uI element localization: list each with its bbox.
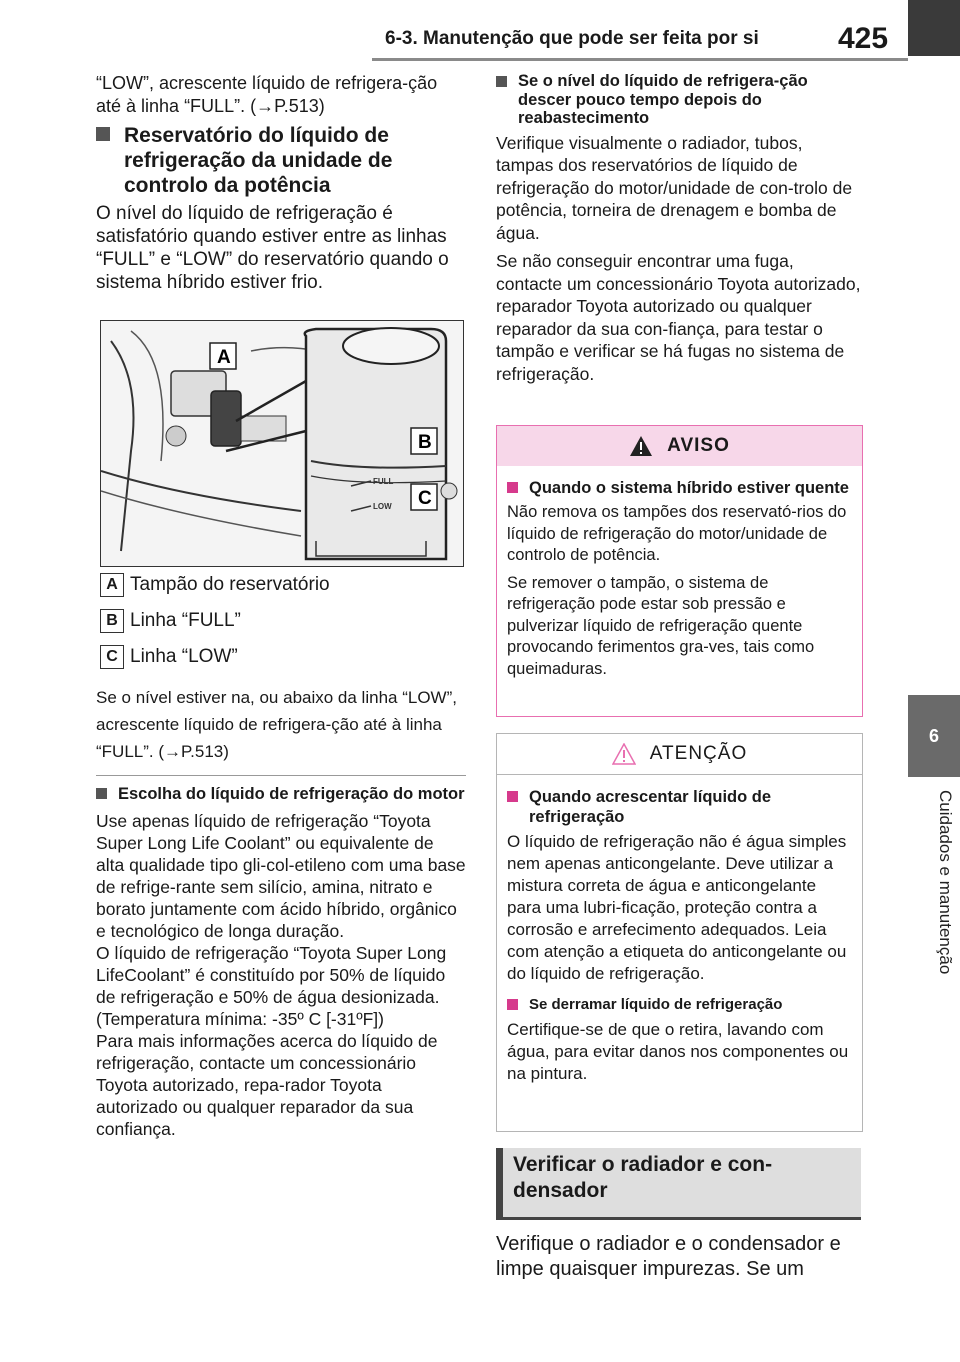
right-column-top: Se o nível do líquido de refrigera-ção d… bbox=[496, 72, 862, 391]
heading-bullet-icon bbox=[96, 127, 110, 142]
reservoir-illustration: FULL LOW A B C bbox=[100, 321, 463, 566]
heading-bullet-icon bbox=[96, 788, 107, 799]
full-mark-text: FULL bbox=[373, 477, 394, 486]
reservoir-figure: FULL LOW A B C bbox=[100, 320, 464, 567]
chapter-header-title: 6-3. Manutenção que pode ser feita por s… bbox=[385, 28, 759, 49]
warning-title: AVISO bbox=[667, 435, 730, 456]
divider bbox=[96, 775, 466, 776]
page-number: 425 bbox=[838, 22, 889, 55]
left-column-top: “LOW”, acrescente líquido de refrigera-ç… bbox=[96, 72, 466, 300]
header-tab-block bbox=[908, 0, 960, 56]
legend-key-a: A bbox=[100, 573, 124, 597]
heading-bullet-icon bbox=[507, 999, 518, 1010]
section-heading-radiator: Verificar o radiador e con-densador bbox=[496, 1148, 861, 1220]
left-column-bottom: Se o nível estiver na, ou abaixo da linh… bbox=[96, 684, 466, 1140]
side-chapter-tab[interactable]: 6 bbox=[908, 695, 960, 777]
legend-key-b: B bbox=[100, 609, 124, 633]
warning-paragraph-1: Não remova os tampões dos reservató-rios… bbox=[507, 503, 847, 564]
legend-key-c: C bbox=[100, 645, 124, 669]
reservoir-paragraph: O nível do líquido de refrigeração é sat… bbox=[96, 203, 449, 294]
caution-title: ATENÇÃO bbox=[649, 743, 748, 764]
legend-item-a: A Tampão do reservatório bbox=[100, 570, 462, 600]
warning-title-bar: AVISO bbox=[497, 426, 862, 466]
coolant-paragraph-2: O líquido de refrigeração “Toyota Super … bbox=[96, 943, 447, 1029]
legend-item-b: B Linha “FULL” bbox=[100, 606, 462, 636]
warning-heading: Quando o sistema híbrido estiver quente bbox=[507, 478, 852, 498]
heading-bullet-icon bbox=[496, 76, 507, 87]
heading-bullet-icon bbox=[507, 791, 518, 802]
coolant-paragraph-3: Para mais informações acerca do líquido … bbox=[96, 1031, 438, 1139]
low-mark-text: LOW bbox=[373, 502, 392, 511]
header-rule bbox=[372, 58, 908, 61]
warning-triangle-icon bbox=[630, 436, 653, 456]
callout-c-box bbox=[410, 483, 438, 511]
callout-a-label: A bbox=[217, 347, 231, 368]
caution-heading-2: Se derramar líquido de refrigeração bbox=[507, 995, 852, 1015]
warning-paragraph-2: Se remover o tampão, o sistema de refrig… bbox=[507, 573, 815, 678]
caution-paragraph-2: Certifique-se de que o retira, lavando c… bbox=[507, 1020, 849, 1083]
coolant-paragraph-1: Use apenas líquido de refrigeração “Toyo… bbox=[96, 811, 466, 941]
leak-paragraph: Se não conseguir encontrar uma fuga, con… bbox=[496, 251, 861, 384]
callout-c-label: C bbox=[418, 488, 432, 509]
intro-text: “LOW”, acrescente líquido de refrigera-ç… bbox=[96, 73, 438, 116]
heading-level-drop: Se o nível do líquido de refrigera-ção d… bbox=[496, 72, 862, 128]
caution-triangle-icon bbox=[611, 743, 636, 765]
caution-body: Quando acrescentar líquido de refrigeraç… bbox=[497, 775, 862, 1085]
heading-coolant-choice: Escolha do líquido de refrigeração do mo… bbox=[96, 784, 466, 804]
side-chapter-label: Cuidados e manutenção bbox=[936, 790, 955, 975]
check-paragraph: Verifique visualmente o radiador, tubos,… bbox=[496, 132, 853, 243]
caution-paragraph-1: O líquido de refrigeração não é água sim… bbox=[507, 832, 847, 983]
warning-box: AVISO Quando o sistema híbrido estiver q… bbox=[496, 425, 863, 717]
caution-heading-1: Quando acrescentar líquido de refrigeraç… bbox=[507, 787, 852, 827]
figure-legend: A Tampão do reservatório B Linha “FULL” … bbox=[100, 570, 462, 678]
callout-b-label: B bbox=[418, 432, 432, 453]
legend-item-c: C Linha “LOW” bbox=[100, 642, 462, 672]
legend-text-a: Tampão do reservatório bbox=[130, 574, 330, 595]
warning-body: Quando o sistema híbrido estiver quente … bbox=[497, 466, 862, 680]
radiator-paragraph: Verifique o radiador e o condensador e l… bbox=[496, 1233, 841, 1280]
callout-a-box bbox=[209, 342, 237, 370]
legend-text-b: Linha “FULL” bbox=[130, 610, 241, 631]
caution-box: ATENÇÃO Quando acrescentar líquido de re… bbox=[496, 733, 863, 1132]
callout-b-box bbox=[410, 427, 438, 455]
level-paragraph: Se o nível estiver na, ou abaixo da linh… bbox=[96, 688, 457, 761]
legend-text-c: Linha “LOW” bbox=[130, 646, 238, 667]
heading-reservoir: Reservatório do líquido de refrigeração … bbox=[96, 123, 466, 198]
heading-bullet-icon bbox=[507, 482, 518, 493]
caution-title-bar: ATENÇÃO bbox=[497, 734, 862, 775]
